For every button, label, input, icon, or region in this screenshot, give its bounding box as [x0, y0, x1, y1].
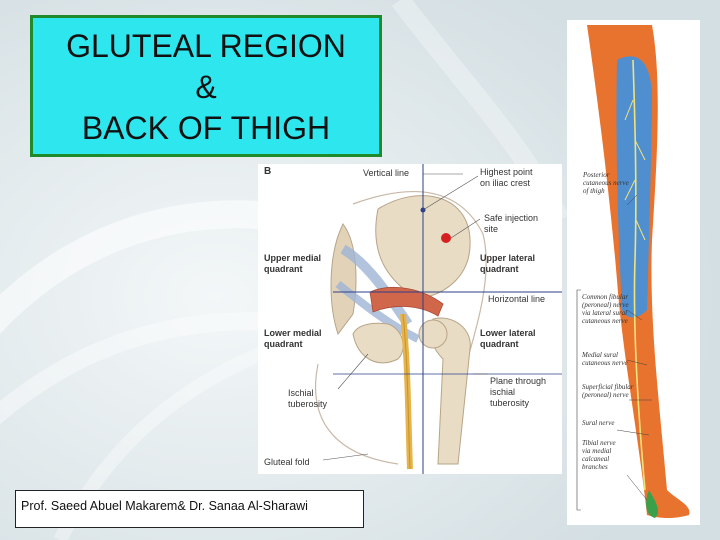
label-safe-injection-1: Safe injection: [484, 213, 538, 223]
label-sural: Sural nerve: [582, 420, 614, 428]
label-lower-medial-1: Lower medial: [264, 328, 322, 338]
label-upper-medial-2: quadrant: [264, 264, 303, 274]
slide-title: GLUTEAL REGION & BACK OF THIGH: [30, 15, 382, 157]
label-ischial-1: Ischial: [288, 388, 314, 398]
pelvis-illustration: [258, 164, 562, 474]
label-horizontal-line: Horizontal line: [488, 294, 545, 304]
cutaneous-nerve-panel: Posterior cutaneous nerve of thigh Commo…: [567, 20, 700, 525]
label-vertical-line: Vertical line: [363, 168, 409, 178]
label-medial-2: cutaneous nerve: [582, 360, 628, 368]
label-safe-injection-2: site: [484, 224, 498, 234]
label-gluteal-fold: Gluteal fold: [264, 457, 310, 467]
label-plane-1: Plane through: [490, 376, 546, 386]
label-lower-medial-2: quadrant: [264, 339, 303, 349]
label-upper-medial-1: Upper medial: [264, 253, 321, 263]
title-line-2: &: [33, 67, 379, 108]
label-lower-lateral-1: Lower lateral: [480, 328, 536, 338]
label-lower-lateral-2: quadrant: [480, 339, 519, 349]
label-tibial-4: branches: [582, 464, 608, 472]
title-line-1: GLUTEAL REGION: [33, 26, 379, 67]
label-superficial-2: (peroneal) nerve: [582, 392, 629, 400]
title-line-3: BACK OF THIGH: [33, 108, 379, 149]
label-upper-lateral-1: Upper lateral: [480, 253, 535, 263]
label-plane-3: tuberosity: [490, 398, 529, 408]
label-highest-point-1: Highest point: [480, 167, 533, 177]
author-credit: Prof. Saeed Abuel Makarem& Dr. Sanaa Al-…: [15, 490, 364, 528]
gluteal-quadrant-figure: B Vertical line Highest point on iliac c…: [258, 164, 562, 474]
label-upper-lateral-2: quadrant: [480, 264, 519, 274]
label-posterior-3: of thigh: [583, 188, 605, 196]
label-ischial-2: tuberosity: [288, 399, 327, 409]
label-highest-point-2: on iliac crest: [480, 178, 530, 188]
figure-panel-letter: B: [264, 167, 271, 177]
label-common-4: cutaneous nerve: [582, 318, 628, 326]
label-plane-2: ischial: [490, 387, 515, 397]
